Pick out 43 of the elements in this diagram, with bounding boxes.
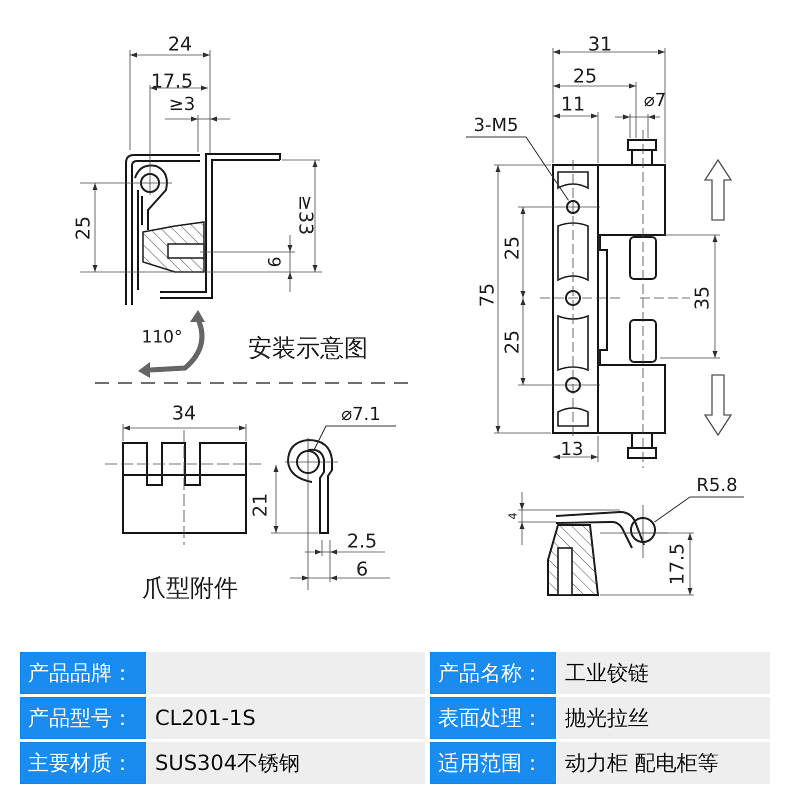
- dimension-label: 34: [172, 404, 196, 424]
- dimension-label: 24: [168, 36, 192, 54]
- dimension-label: 35: [694, 286, 712, 310]
- table-cell: SUS304不锈钢: [147, 742, 425, 784]
- table-cell: 抛光拉丝: [557, 697, 770, 739]
- dimension-label: 25: [504, 330, 522, 354]
- dimension-label: 21: [252, 492, 270, 518]
- header-cell: 产品型号：: [20, 697, 146, 739]
- header-cell: 产品名称：: [430, 652, 556, 694]
- loop-outline: [296, 450, 320, 474]
- header-cell: 主要材质：: [20, 742, 146, 784]
- header-cell: 产品品牌：: [20, 652, 146, 694]
- dimension-label: 25: [504, 236, 522, 260]
- dimension-label: 6: [356, 560, 368, 580]
- dimension-label: 25: [572, 68, 598, 86]
- dimension-label: 13: [560, 441, 584, 459]
- dimension-label: 4: [508, 512, 518, 520]
- header-cell: 适用范围：: [430, 742, 556, 784]
- dimension-label: 11: [560, 96, 586, 114]
- callout-label: R5.8: [690, 475, 744, 497]
- dimension-label: 17.5: [668, 542, 688, 586]
- view-title: 爪型附件: [142, 576, 238, 600]
- header-cell: 表面处理：: [430, 697, 556, 739]
- dimension-label: ≥33: [296, 194, 314, 236]
- table-cell: CL201-1S: [147, 697, 425, 739]
- dimension-label: 31: [588, 36, 612, 54]
- table-cell: 工业铰链: [557, 652, 770, 694]
- table-cell: 动力柜 配电柜等: [557, 742, 770, 784]
- screw-hole: [566, 200, 580, 214]
- dimension-label: ≥3: [168, 96, 196, 114]
- callout-label: ⌀7.1: [326, 404, 396, 426]
- dimension-label: 25: [74, 216, 94, 240]
- leader-line: [313, 426, 396, 451]
- leader-line: [466, 136, 569, 201]
- callout-label: 3-M5: [466, 115, 526, 137]
- knuckle-ring: [630, 517, 656, 543]
- view-title: 安装示意图: [248, 336, 368, 360]
- dimension-label: 75: [478, 282, 498, 308]
- leader-line: [654, 496, 744, 522]
- dimension-label: 2.5: [346, 532, 378, 552]
- dimension-label: 6: [268, 256, 284, 268]
- dimension-label: 17.5: [150, 72, 194, 92]
- dimension-label: 110°: [142, 330, 182, 346]
